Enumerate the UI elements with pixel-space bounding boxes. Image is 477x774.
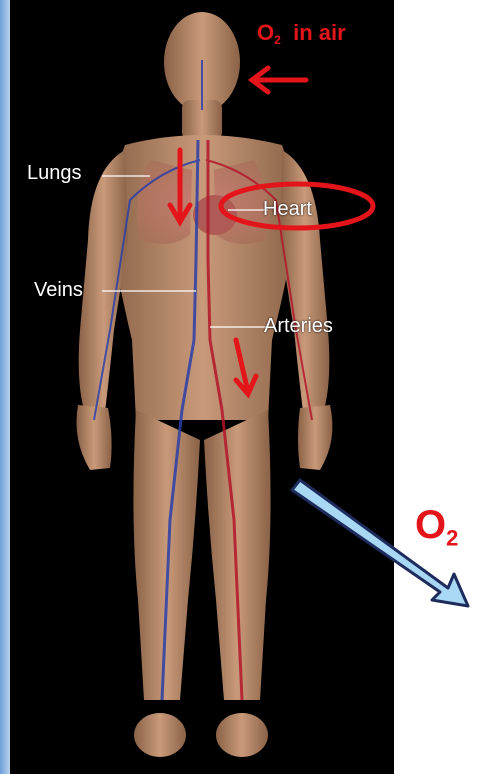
anatomy-image-panel: Lungs Heart Veins Arteries O2 in air bbox=[10, 0, 394, 774]
oxygen-subscript: 2 bbox=[274, 33, 281, 47]
oxygen-symbol: O bbox=[257, 20, 274, 45]
oxygen-in-air-text: in air bbox=[293, 20, 346, 45]
oxygen-in-air-label: O2 in air bbox=[257, 20, 346, 47]
label-lungs: Lungs bbox=[27, 162, 82, 185]
body-silhouette bbox=[77, 12, 333, 757]
oxygen-out-subscript: 2 bbox=[446, 526, 458, 551]
human-body-illustration bbox=[10, 0, 394, 774]
label-arteries: Arteries bbox=[264, 315, 333, 338]
oxygen-out-label: O2 bbox=[415, 503, 458, 552]
oxygen-out-symbol: O bbox=[415, 503, 446, 547]
heart-shape bbox=[193, 195, 237, 235]
label-heart: Heart bbox=[263, 198, 312, 221]
label-veins: Veins bbox=[34, 279, 83, 302]
